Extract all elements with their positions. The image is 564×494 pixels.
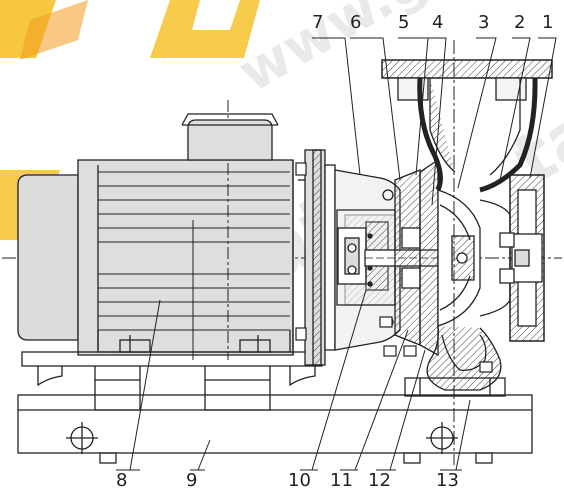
bolt-heads [295, 162, 493, 373]
callout-7: 7 [312, 12, 324, 33]
callout-13: 13 [436, 470, 459, 491]
callout-10: 10 [288, 470, 311, 491]
inlet-flange [479, 174, 545, 342]
motor-flange [298, 149, 336, 366]
impeller [437, 189, 481, 327]
motor-fan-cover [17, 174, 79, 341]
mechanical-seal [382, 169, 421, 346]
main-base-plate [17, 394, 533, 464]
callout-9: 9 [186, 470, 198, 491]
pump-cover [419, 158, 439, 357]
callout-5: 5 [398, 12, 410, 33]
leader-lines [116, 37, 557, 471]
motor-base-frame [21, 351, 323, 411]
callout-2: 2 [514, 12, 526, 33]
callout-11: 11 [330, 470, 353, 491]
terminal-box [181, 113, 279, 161]
callout-1: 1 [542, 12, 554, 33]
callout-4: 4 [432, 12, 444, 33]
callout-8: 8 [116, 470, 128, 491]
callout-6: 6 [350, 12, 362, 33]
callout-3: 3 [478, 12, 490, 33]
callout-12: 12 [368, 470, 391, 491]
motor-body [77, 100, 294, 360]
